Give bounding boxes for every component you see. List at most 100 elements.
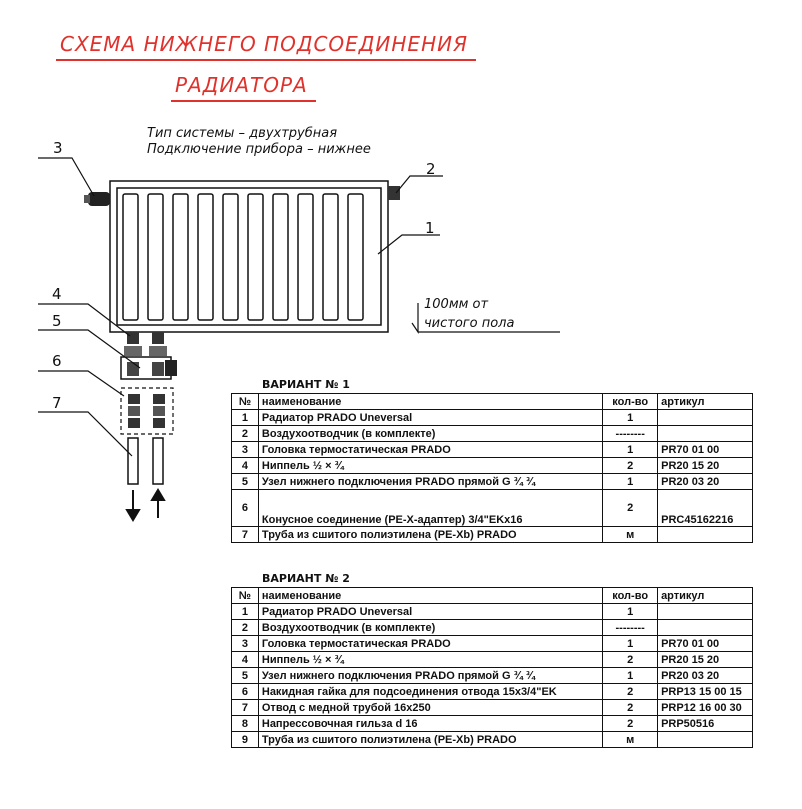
row-num: 3 [231,441,259,458]
variant-1-table: № наименование кол-во артикул 1 Радиатор… [231,393,753,543]
row-num: 1 [231,409,259,426]
row-num: 4 [231,651,259,668]
row-num: 6 [231,489,259,527]
row-qty: 1 [602,473,659,490]
table-row: 5 Узел нижнего подключения PRADO прямой … [231,473,753,490]
row-num: 7 [231,699,259,716]
row-qty: -------- [602,425,659,442]
table-row: 8 Напрессовочная гильза d 16 2 PRP50516 [231,715,753,732]
row-num: 7 [231,526,259,543]
row-art: PRP12 16 00 30 [657,699,753,716]
row-name: Ниппель ½ × ¾ [257,457,604,474]
row-art: PR20 15 20 [657,457,753,474]
table-row: 1 Радиатор PRADO Uneversal 1 [231,409,753,426]
callout-6: 6 [52,352,62,370]
variant-1-title: ВАРИАНТ № 1 [262,378,350,391]
row-name: Узел нижнего подключения PRADO прямой G … [257,667,604,684]
row-qty: 1 [602,603,659,620]
row-num: 5 [231,473,259,490]
radiator-sections [122,193,364,321]
callout-7: 7 [52,394,62,412]
table-header-row: № наименование кол-во артикул [231,393,753,410]
row-name: Отвод с медной трубой 16x250 [257,699,604,716]
row-name: Накидная гайка для подсоединения отвода … [257,683,604,700]
row-art [657,425,753,442]
row-name: Узел нижнего подключения PRADO прямой G … [257,473,604,490]
row-name: Труба из сшитого полиэтилена (PE-Xb) PRA… [257,731,604,748]
row-name: Ниппель ½ × ¾ [257,651,604,668]
callout-4: 4 [52,285,62,303]
row-qty: 2 [602,715,659,732]
row-qty: м [602,526,659,543]
row-name: Напрессовочная гильза d 16 [257,715,604,732]
row-name: Конусное соединение (PE-X-адаптер) 3/4"E… [257,489,604,527]
row-art [657,409,753,426]
row-art: PR20 03 20 [657,473,753,490]
variant-2-table: № наименование кол-во артикул 1 Радиатор… [231,587,753,748]
row-qty: 2 [602,699,659,716]
radiator-body [109,180,389,333]
system-type: Тип системы – двухтрубная [147,126,338,141]
row-art: PRC45162216 [657,489,753,527]
fittings [128,394,165,428]
air-vent-left [84,192,110,206]
row-art [657,526,753,543]
plug-right [388,186,400,200]
table-row: 1 Радиатор PRADO Uneversal 1 [231,603,753,620]
header-name: наименование [257,393,604,410]
row-name: Труба из сшитого полиэтилена (PE-Xb) PRA… [257,526,604,543]
row-name: Радиатор PRADO Uneversal [257,409,604,426]
callout-5: 5 [52,312,62,330]
table-row: 2 Воздухоотводчик (в комплекте) -------- [231,425,753,442]
table-row: 4 Ниппель ½ × ¾ 2 PR20 15 20 [231,457,753,474]
header-num: № [231,393,259,410]
row-num: 2 [231,425,259,442]
floor-note-line-2: чистого пола [424,316,515,331]
variant-2-title: ВАРИАНТ № 2 [262,572,350,585]
table-row: 5 Узел нижнего подключения PRADO прямой … [231,667,753,684]
row-qty: 2 [602,457,659,474]
table-row: 3 Головка термостатическая PRADO 1 PR70 … [231,635,753,652]
header-art: артикул [657,393,753,410]
row-name: Головка термостатическая PRADO [257,441,604,458]
row-qty: 1 [602,409,659,426]
leader-lines [38,157,560,457]
row-art: PR20 03 20 [657,667,753,684]
header-art: артикул [657,587,753,604]
table-row: 2 Воздухоотводчик (в комплекте) -------- [231,619,753,636]
row-num: 1 [231,603,259,620]
header-num: № [231,587,259,604]
row-qty: 1 [602,635,659,652]
row-num: 6 [231,683,259,700]
radiator-diagram [38,157,560,522]
pipes [127,437,164,485]
table-header-row: № наименование кол-во артикул [231,587,753,604]
callout-2: 2 [426,160,436,178]
row-art [657,619,753,636]
row-name: Воздухоотводчик (в комплекте) [257,619,604,636]
flow-arrows [125,488,166,522]
header-qty: кол-во [602,587,659,604]
row-art [657,731,753,748]
row-art: PR20 15 20 [657,651,753,668]
bottom-connection-unit [120,332,177,380]
row-qty: 1 [602,441,659,458]
table-row: 3 Головка термостатическая PRADO 1 PR70 … [231,441,753,458]
row-num: 2 [231,619,259,636]
connection-type: Подключение прибора – нижнее [147,142,371,157]
row-qty: 2 [602,683,659,700]
callout-3: 3 [53,139,63,157]
row-name: Головка термостатическая PRADO [257,635,604,652]
table-row: 7 Отвод с медной трубой 16x250 2 PRP12 1… [231,699,753,716]
row-qty: -------- [602,619,659,636]
row-num: 3 [231,635,259,652]
row-qty: 2 [602,651,659,668]
table-row: 6 Конусное соединение (PE-X-адаптер) 3/4… [231,489,753,527]
row-art [657,603,753,620]
row-art: PR70 01 00 [657,635,753,652]
title-line-1: СХЕМА НИЖНЕГО ПОДСОЕДИНЕНИЯ [56,32,476,61]
row-num: 9 [231,731,259,748]
header-qty: кол-во [602,393,659,410]
row-qty: 1 [602,667,659,684]
row-qty: 2 [602,489,659,527]
